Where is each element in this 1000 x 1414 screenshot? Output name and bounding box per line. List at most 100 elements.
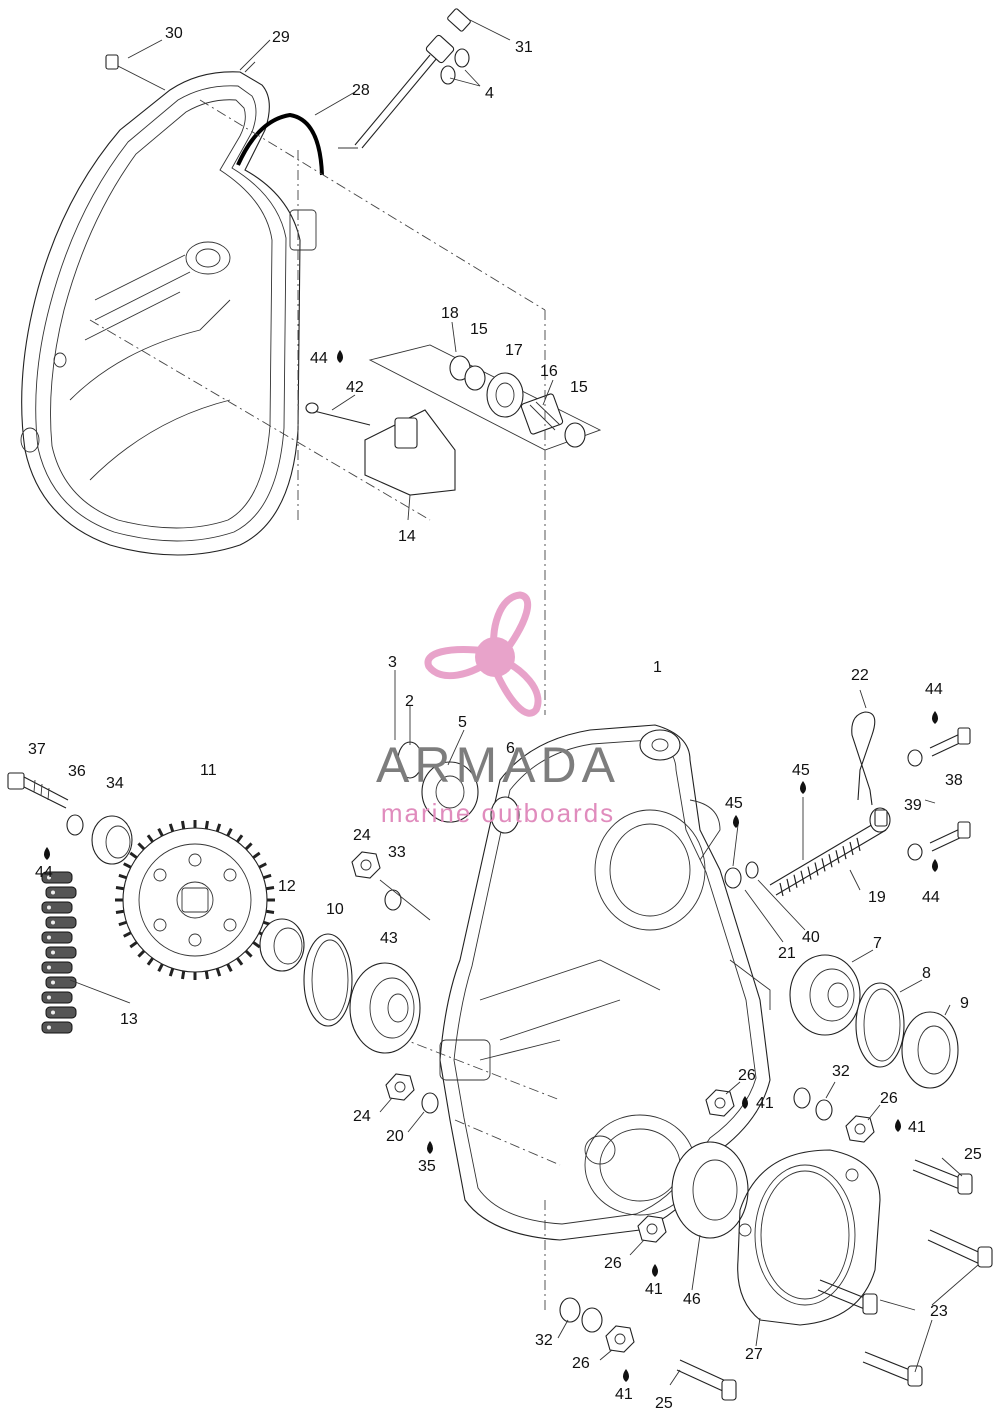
callout-13: 13 [120, 1011, 138, 1028]
chaincase-cover [20, 61, 317, 556]
oil-drop-icon [932, 859, 938, 872]
callout-41-b: 41 [908, 1119, 926, 1136]
nut-26-mid [705, 1089, 735, 1117]
callout-9: 9 [960, 995, 969, 1012]
callout-26-d: 26 [572, 1355, 590, 1372]
o-ring-21 [724, 867, 742, 889]
callout-41-c: 41 [645, 1281, 663, 1298]
callout-44: 44 [310, 350, 328, 367]
callout-29: 29 [272, 29, 290, 46]
callout-22: 22 [851, 667, 869, 684]
callout-24: 24 [353, 827, 371, 844]
washer-36 [66, 814, 84, 836]
callout-43: 43 [380, 930, 398, 947]
callout-38: 38 [945, 772, 963, 789]
washer-33 [384, 889, 402, 911]
callout-35: 35 [418, 1158, 436, 1175]
armada-watermark: ARMADA marine outboards [376, 591, 620, 828]
bolt-23-a [927, 1229, 993, 1268]
callout-39: 39 [904, 797, 922, 814]
oil-drop-icon [427, 1141, 433, 1154]
callout-23: 23 [930, 1303, 948, 1320]
washer-39-upper [907, 749, 923, 767]
callout-44-c: 44 [35, 864, 53, 881]
oil-drop-icon [44, 847, 50, 860]
callout-12: 12 [278, 878, 296, 895]
callout-7: 7 [873, 935, 882, 952]
adjuster-cable [338, 8, 471, 149]
callout-8: 8 [922, 965, 931, 982]
callout-26-b: 26 [880, 1090, 898, 1107]
tensioner-assembly [305, 344, 602, 496]
callout-16: 16 [540, 363, 558, 380]
watermark-name: ARMADA [376, 737, 620, 793]
callout-15: 15 [470, 321, 488, 338]
callout-17: 17 [505, 342, 523, 359]
washer-32-d [581, 1307, 603, 1333]
chain [41, 871, 77, 1034]
sprocket-gear [115, 820, 275, 980]
callout-labels: 30 29 31 28 4 18 15 17 16 15 44 42 14 3 … [28, 25, 982, 1412]
callout-44-b: 44 [925, 681, 943, 698]
callout-34: 34 [106, 775, 124, 792]
oil-drop-icon [733, 815, 739, 828]
bolt-25-upper [912, 1159, 973, 1195]
callout-2: 2 [405, 693, 414, 710]
callout-32: 32 [832, 1063, 850, 1080]
ring-8 [855, 982, 905, 1068]
callout-19: 19 [868, 889, 886, 906]
callout-5: 5 [458, 714, 467, 731]
nut-24-lower [385, 1073, 415, 1101]
oil-drop-icon [895, 1119, 901, 1132]
callout-45-b: 45 [725, 795, 743, 812]
adjuster-bolt-19 [769, 807, 891, 896]
oil-drop-icon [652, 1264, 658, 1277]
callout-20: 20 [386, 1128, 404, 1145]
callout-41-d: 41 [615, 1386, 633, 1403]
callout-44-d: 44 [922, 889, 940, 906]
callout-14: 14 [398, 528, 416, 545]
washer-40 [745, 861, 759, 879]
propeller-logo-icon [424, 591, 542, 717]
watermark-subtitle: marine outboards [381, 798, 615, 828]
callout-31: 31 [515, 39, 533, 56]
callout-33: 33 [388, 844, 406, 861]
callout-32-b: 32 [535, 1332, 553, 1349]
callout-36: 36 [68, 763, 86, 780]
callout-3: 3 [388, 654, 397, 671]
seal-9 [901, 1011, 959, 1089]
callout-25-b: 25 [655, 1395, 673, 1412]
nut-24-upper [351, 851, 381, 879]
indicator-wire [236, 112, 324, 176]
bolt-37 [7, 772, 69, 809]
callout-18: 18 [441, 305, 459, 322]
oil-drop-icon [623, 1369, 629, 1382]
callout-46: 46 [683, 1291, 701, 1308]
cotter-pin-22 [851, 711, 876, 806]
callout-30: 30 [165, 25, 183, 42]
callout-40: 40 [802, 929, 820, 946]
washer-32-a [793, 1087, 811, 1109]
bolt-38 [929, 727, 971, 757]
bearing [349, 962, 421, 1054]
washer-20 [421, 1092, 439, 1114]
washer-32-b [815, 1099, 833, 1121]
bolt-25-lower [676, 1359, 737, 1401]
oil-drop-icons [44, 350, 938, 1382]
leader-lines [69, 19, 979, 1386]
callout-27: 27 [745, 1346, 763, 1363]
callout-6: 6 [506, 740, 515, 757]
washer-32-c [559, 1297, 581, 1323]
seal-ring-10 [303, 933, 353, 1027]
callout-25: 25 [964, 1146, 982, 1163]
bolt-44-lower [929, 821, 971, 852]
callout-45: 45 [792, 762, 810, 779]
callout-10: 10 [326, 901, 344, 918]
oil-drop-icon [932, 711, 938, 724]
oil-drop-icon [800, 781, 806, 794]
callout-37: 37 [28, 741, 46, 758]
callout-15-b: 15 [570, 379, 588, 396]
drive-gear-5 [421, 761, 479, 823]
washer-39-lower [907, 843, 923, 861]
